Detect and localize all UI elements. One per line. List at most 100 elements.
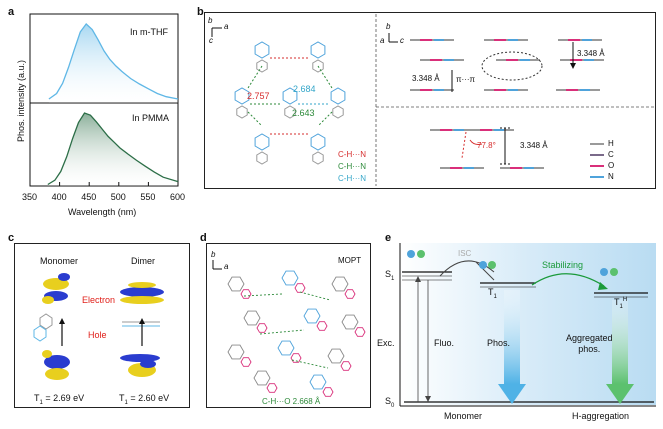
panel-b-label: b xyxy=(197,6,204,18)
monomer-label: Monomer xyxy=(444,411,483,421)
d-ring-o-6 xyxy=(240,357,252,367)
series-0-line xyxy=(48,23,179,100)
d-hbond-1 xyxy=(299,291,331,301)
d-ring-o-9 xyxy=(266,383,278,393)
ring-b-2 xyxy=(236,105,248,119)
d-ring-0 xyxy=(227,276,245,292)
panel-d-label: d xyxy=(200,232,207,244)
ring-4 xyxy=(254,133,270,151)
d-ring-o-0 xyxy=(240,289,252,299)
axis-right-a-label: a xyxy=(380,36,385,45)
ring-3 xyxy=(330,87,346,105)
t1h-label: T1H xyxy=(614,297,628,310)
legend-ch-n-red: C-H···N xyxy=(338,150,366,159)
panel-d-title: MOPT xyxy=(338,256,362,265)
x-tick-label-500: 500 xyxy=(110,192,126,202)
panel-d-frame xyxy=(206,243,371,408)
panel-c-frame xyxy=(14,243,190,408)
hbond-6 xyxy=(247,111,263,127)
axis-c-label: c xyxy=(209,36,213,45)
d-ring-9 xyxy=(253,370,271,386)
panel-e-label: e xyxy=(385,232,392,244)
hbond-5 xyxy=(317,65,333,89)
d-ring-o-4 xyxy=(316,321,328,331)
d-ring-o-10 xyxy=(322,387,334,397)
panel-a-top-title: In m-THF xyxy=(130,27,168,37)
panel-d-axis-b: b xyxy=(211,250,216,259)
series-1-area xyxy=(47,113,179,186)
dist-red: 2.757 xyxy=(247,91,270,101)
exc-label: Exc. xyxy=(377,338,395,348)
stabilizing-label: Stabilizing xyxy=(542,260,584,270)
h-aggregation-label: H-aggregation xyxy=(572,411,630,421)
atom-o-label: O xyxy=(608,161,615,170)
fluo-label: Fluo. xyxy=(434,338,455,348)
panel-a-label: a xyxy=(8,6,15,18)
ring-1 xyxy=(310,41,326,59)
d-ring-8 xyxy=(327,348,345,364)
electron-label: Electron xyxy=(82,295,116,305)
ring-0 xyxy=(254,41,270,59)
isc-label: ISC xyxy=(458,249,472,258)
hbond-4 xyxy=(247,65,263,89)
panel-d-legend: C-H···O 2.668 Å xyxy=(262,397,321,406)
t1-dimer-value: T1 = 2.60 eV xyxy=(119,393,170,406)
d-hbond-2 xyxy=(259,329,305,335)
d-ring-o-5 xyxy=(354,327,366,337)
d-ring-o-3 xyxy=(256,323,268,333)
s0-label: S0 xyxy=(385,396,395,409)
d-ring-3 xyxy=(243,310,261,326)
d-ring-7 xyxy=(277,340,295,356)
d-ring-o-1 xyxy=(294,283,306,293)
ring-b-0 xyxy=(256,59,268,73)
ring-b-4 xyxy=(256,151,268,165)
dimer-hole-orbital xyxy=(120,354,160,377)
axis-b-label: b xyxy=(208,16,213,25)
stack-dist-top: 3.348 Å xyxy=(577,49,605,58)
x-tick-label-400: 400 xyxy=(51,192,67,202)
legend-ch-n-cyan: C-H···N xyxy=(338,174,366,183)
mono-electron-orbital xyxy=(42,273,70,304)
d-ring-2 xyxy=(331,276,349,292)
stack-dist-left: 3.348 Å xyxy=(412,74,440,83)
axis-right-b-label: b xyxy=(386,22,391,31)
x-tick-label-600: 600 xyxy=(170,192,186,202)
panel-a-bottom-title: In PMMA xyxy=(132,113,170,123)
d-ring-o-7 xyxy=(290,353,302,363)
mono-hole-orbital xyxy=(42,350,70,380)
axis-right-c-label: c xyxy=(400,36,404,45)
dist-green: 2.643 xyxy=(292,108,315,118)
legend-ch-n-green: C-H···N xyxy=(338,162,366,171)
ring-b-5 xyxy=(312,151,324,165)
angle-label: 77.8° xyxy=(477,141,496,150)
x-tick-label-350: 350 xyxy=(22,192,38,202)
d-ring-o-8 xyxy=(340,361,352,371)
ring-6 xyxy=(282,87,298,105)
dist-cyan: 2.684 xyxy=(293,84,316,94)
d-ring-5 xyxy=(341,314,359,330)
mono-molecule-skeleton xyxy=(33,313,53,342)
pi-pi-label: π···π xyxy=(456,75,476,84)
d-ring-o-2 xyxy=(344,289,356,299)
ring-b-6 xyxy=(284,105,296,119)
panel-c-label: c xyxy=(8,232,15,244)
t1-monomer-value: T1 = 2.69 eV xyxy=(34,393,85,406)
phos-label: Phos. xyxy=(487,338,511,348)
d-ring-6 xyxy=(227,344,245,360)
panel-d-axis-a: a xyxy=(224,262,229,271)
axis-a-label: a xyxy=(224,22,229,31)
panel-b-frame xyxy=(204,12,656,189)
d-ring-4 xyxy=(303,308,321,324)
atom-n-label: N xyxy=(608,172,614,181)
d-ring-1 xyxy=(281,270,299,286)
dimer-title: Dimer xyxy=(131,256,155,266)
ring-5 xyxy=(310,133,326,151)
monomer-title: Monomer xyxy=(40,256,79,266)
dimer-electron-orbital xyxy=(120,282,164,304)
